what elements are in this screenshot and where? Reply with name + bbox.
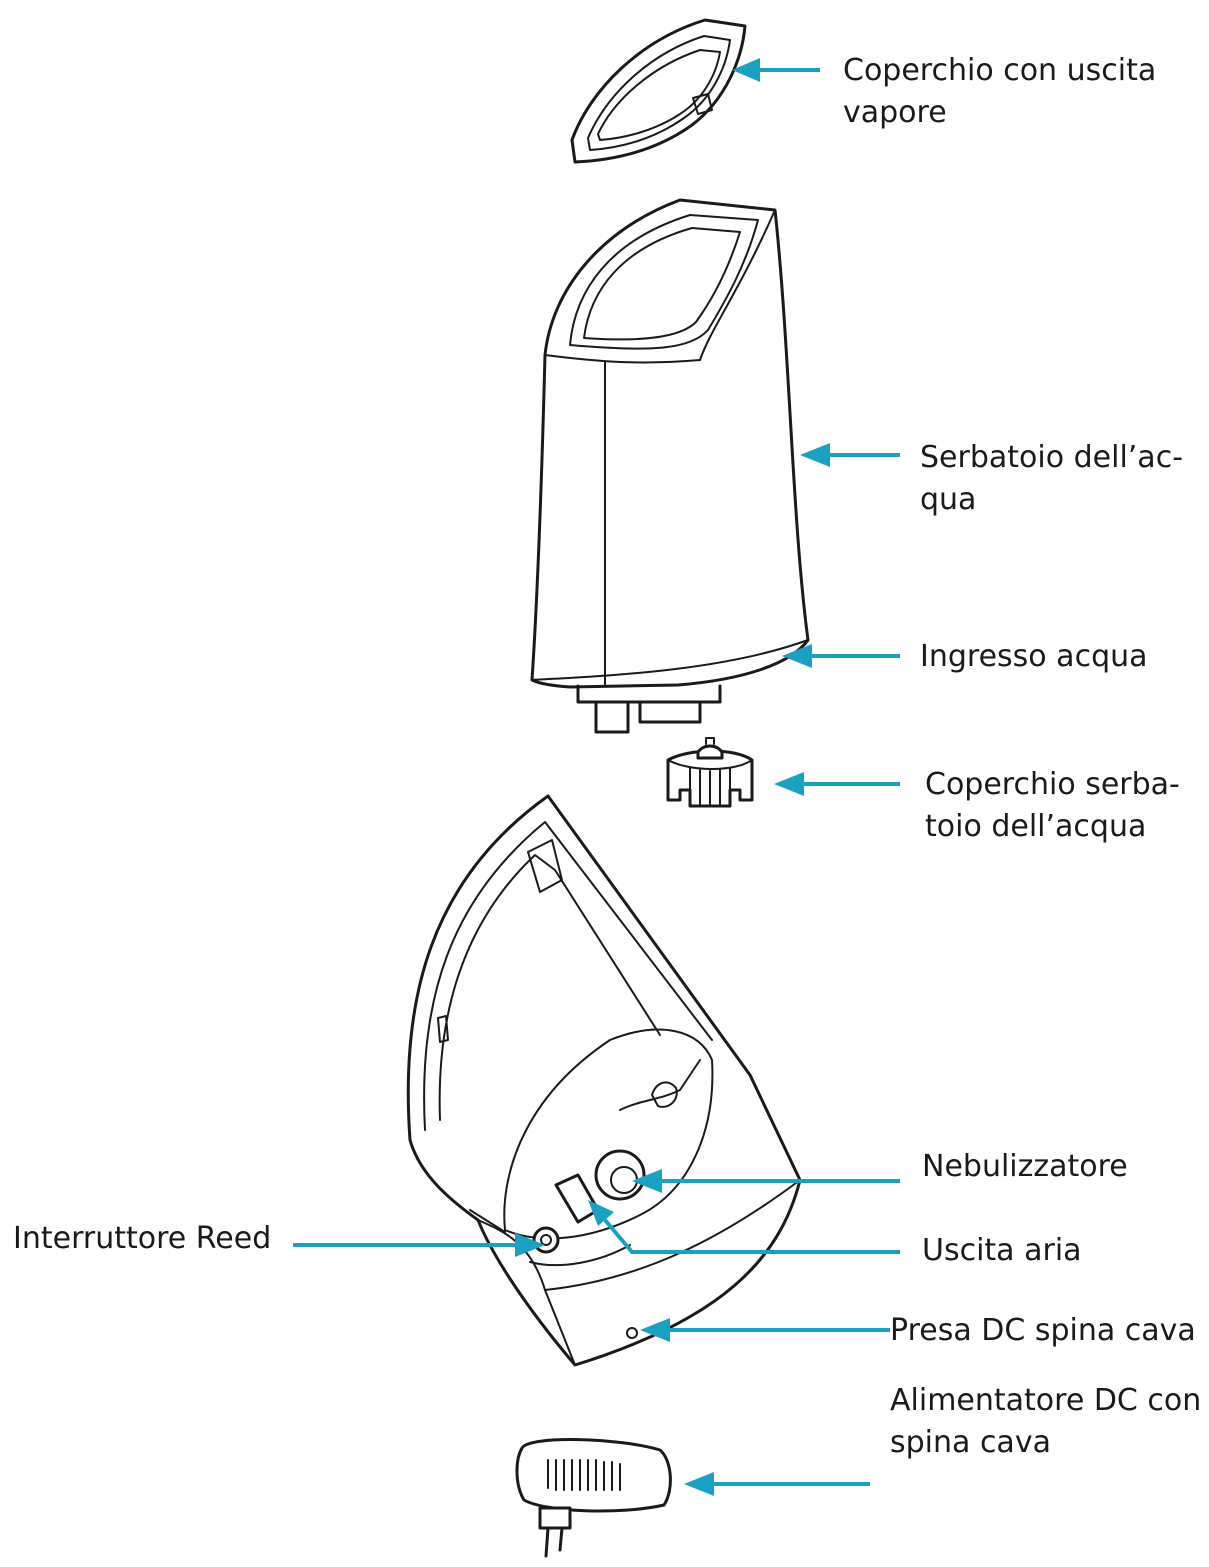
- label-reed-switch: Interruttore Reed: [13, 1221, 272, 1256]
- label-air-outlet: Uscita aria: [922, 1233, 1082, 1268]
- label-water-inlet: Ingresso acqua: [920, 639, 1148, 674]
- base-unit-drawing: [406, 794, 802, 1367]
- label-lid-steam-outlet: Coperchio con uscita vapore: [843, 53, 1157, 130]
- lid-with-steam-outlet-drawing: [570, 18, 747, 164]
- arrow-air-outlet: [603, 1218, 900, 1254]
- label-dc-power-supply: Alimentatore DC con spina cava: [890, 1383, 1202, 1460]
- dc-power-supply-drawing: [515, 1438, 672, 1558]
- callout-arrows: [293, 58, 900, 1496]
- label-nebulizer: Nebulizzatore: [922, 1149, 1128, 1184]
- water-tank-drawing: [530, 198, 810, 734]
- label-water-tank: Serbatoio dell’ac- qua: [920, 440, 1184, 517]
- label-dc-socket: Presa DC spina cava: [890, 1313, 1196, 1348]
- water-tank-cap-drawing: [666, 737, 754, 808]
- label-water-tank-cap: Coperchio serba- toio dell’acqua: [925, 767, 1180, 844]
